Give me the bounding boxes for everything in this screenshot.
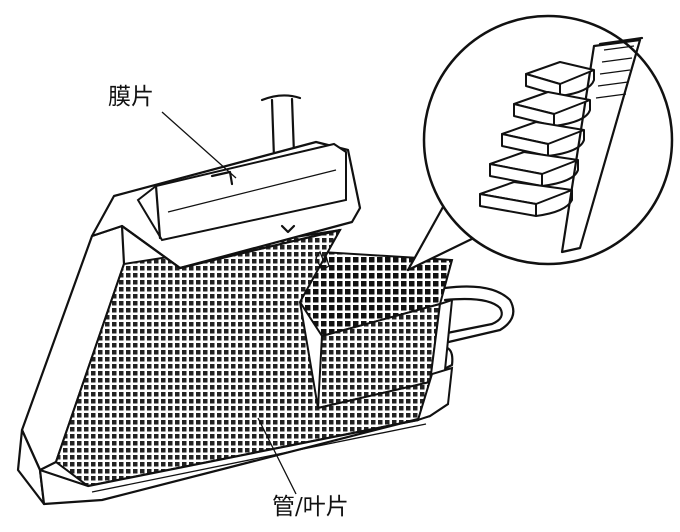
radiator-body <box>16 140 454 506</box>
tube-fin-leader-line <box>257 417 297 495</box>
magnified-detail <box>406 14 674 272</box>
leader-lines <box>161 111 297 495</box>
tube-fin-label: 管/叶片 <box>272 494 349 520</box>
membrane-label: 膜片 <box>108 84 154 110</box>
membrane-leader-line <box>161 111 237 179</box>
inlet-pipe <box>260 94 302 160</box>
